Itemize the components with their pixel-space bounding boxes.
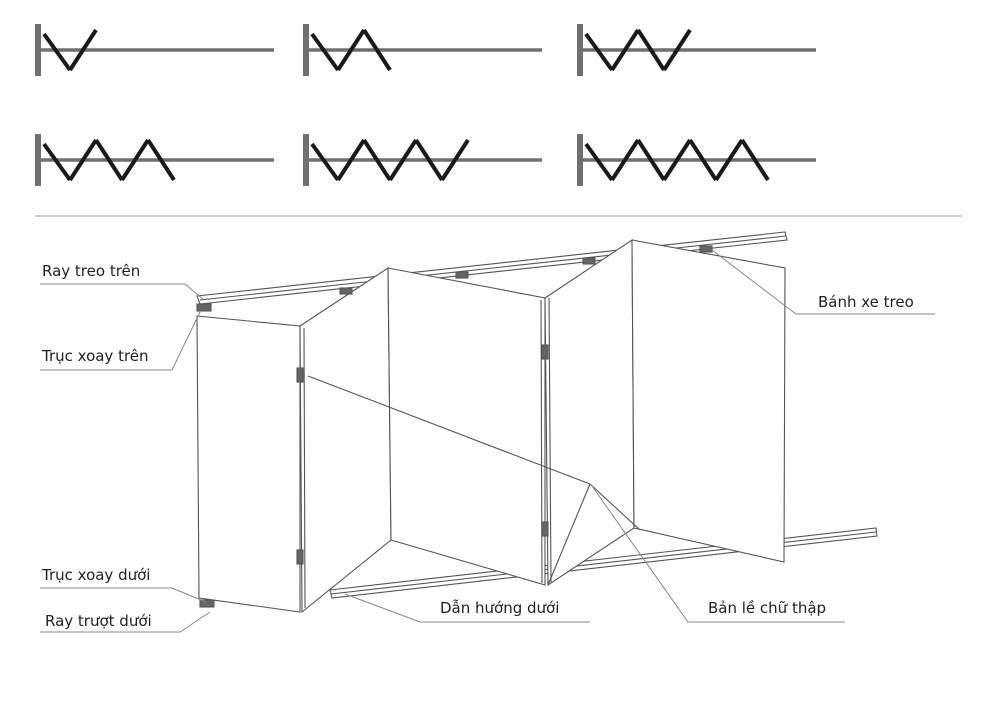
door-panel-segment — [94, 138, 124, 182]
label-dan-huong-duoi: Dẫn hướng dưới — [440, 599, 560, 617]
door-panel-segment — [636, 28, 666, 72]
door-panel-segment — [42, 32, 72, 72]
door-panel-segment — [414, 138, 444, 182]
door-panel-segment — [42, 142, 72, 182]
label-ban-le-chu-thap: Bản lề chữ thập — [708, 599, 827, 617]
leader-ray-truot-duoi — [40, 611, 211, 633]
label-truc-xoay-tren: Trục xoay trên — [42, 347, 149, 365]
top-rail-groove — [199, 235, 787, 301]
door-panel-1 — [196, 315, 301, 613]
door-panel-segment — [310, 32, 340, 72]
label-banh-xe-treo: Bánh xe treo — [818, 293, 914, 311]
panel-configurations — [35, 24, 816, 186]
configuration-6 — [577, 134, 816, 186]
door-panel-segment — [584, 142, 614, 182]
leader-truc-xoay-tren — [40, 311, 201, 371]
door-panel-segment — [146, 138, 176, 182]
door-panel-segment — [610, 138, 640, 182]
door-panel-5 — [631, 239, 786, 563]
leader-banh-xe-treo — [711, 249, 935, 315]
wheel-carriage — [455, 271, 469, 279]
wheel-carriage — [582, 257, 596, 265]
door-panel-segment — [662, 28, 692, 72]
leader-truc-xoay-duoi — [40, 587, 207, 603]
door-panel-segment — [636, 138, 666, 182]
leader-dan-huong-duoi — [344, 593, 590, 623]
configuration-4 — [35, 134, 274, 186]
label-truc-xoay-duoi: Trục xoay dưới — [42, 566, 151, 584]
door-panel-segment — [440, 138, 470, 182]
cross-hinge — [296, 549, 304, 565]
hinge-guide-line — [307, 375, 591, 485]
leader-lines — [40, 249, 935, 633]
configuration-2 — [303, 24, 542, 76]
bottom-guide-groove — [330, 531, 877, 595]
hinge-guide-line — [589, 483, 641, 531]
panel-edge — [303, 327, 306, 609]
door-panel-segment — [610, 28, 640, 72]
door-panel-segment — [714, 138, 744, 182]
door-panel-segment — [740, 138, 770, 182]
hanging-wheel — [699, 245, 713, 253]
cross-hinge — [541, 344, 549, 360]
configuration-5 — [303, 134, 542, 186]
door-panel-segment — [120, 138, 150, 182]
door-panel-segment — [362, 138, 392, 182]
hinge-guide-line — [547, 483, 591, 586]
door-panel-segment — [336, 138, 366, 182]
label-ray-truot-duoi: Ray trượt dưới — [45, 612, 152, 630]
panel-edge — [548, 297, 552, 583]
configuration-1 — [35, 24, 274, 76]
door-panel-segment — [68, 28, 98, 72]
door-panel-segment — [388, 138, 418, 182]
cross-hinge — [541, 521, 549, 537]
cross-hinge — [296, 367, 304, 383]
door-panel-4 — [544, 238, 635, 587]
folding-door-illustration — [196, 231, 878, 614]
door-panel-segment — [68, 138, 98, 182]
door-panel-2 — [299, 266, 392, 614]
door-panel-segment — [310, 142, 340, 182]
wheel-carriage — [339, 287, 353, 295]
leader-ban-le-chu-thap — [591, 485, 845, 623]
configuration-3 — [577, 24, 816, 76]
door-panel-segment — [336, 28, 366, 72]
door-panel-3 — [387, 267, 546, 586]
bottom-pivot — [199, 599, 215, 608]
leader-ray-treo-tren — [40, 283, 205, 301]
label-ray-treo-tren: Ray treo trên — [42, 262, 141, 280]
top-pivot — [196, 303, 212, 312]
door-panel-segment — [662, 138, 692, 182]
door-panel-segment — [584, 32, 614, 72]
door-panel-segment — [688, 138, 718, 182]
door-panel-segment — [362, 28, 392, 72]
